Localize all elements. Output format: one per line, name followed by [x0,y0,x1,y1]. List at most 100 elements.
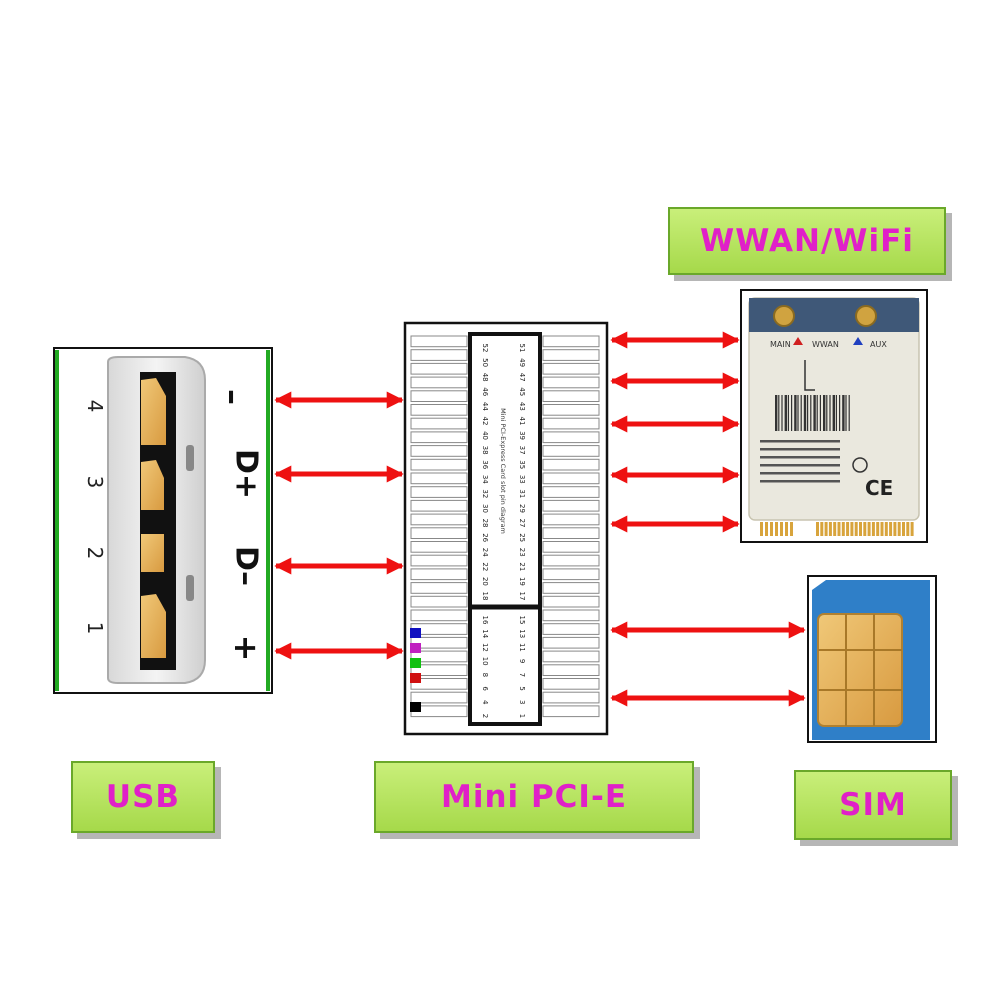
edge-contact [859,522,862,536]
pcie-pin-number: 41 [518,416,526,425]
pcie-pad-left [410,527,468,539]
usb-pin-number-3: 3 [83,476,107,489]
pcie-pad-right [542,664,600,676]
usb-label-text: USB [105,779,181,815]
antenna-label-main: MAIN [770,340,791,349]
pcie-pad-right [542,458,600,471]
barcode-bar [832,395,835,431]
antenna-label-wwan: WWAN [812,340,839,349]
pcie-pad-left [410,554,468,567]
barcode-bar [829,395,831,431]
pcie-pad-left [410,595,468,608]
pcie-pin-number: 3 [518,700,526,704]
edge-contact [824,522,828,536]
edge-contact [906,522,910,536]
pcie-pad-right [542,678,600,690]
card-barcode-icon [760,395,850,483]
barcode-bar [823,395,826,431]
pcie-pad-left [410,568,468,581]
pcie-pin-marker [410,673,421,683]
edge-contact [876,522,880,536]
pcie-pad-right [542,445,600,457]
pcie-pin-number: 8 [481,673,489,677]
pcie-pin-number: 34 [481,475,489,484]
pcie-pin-number: 1 [518,714,526,718]
pcie-pad-left [410,445,468,457]
barcode-bar [807,395,809,431]
pcie-pad-left [410,458,468,471]
recycle-mark-icon [804,360,815,391]
wwan-wifi-label: WWAN/WiFi [668,207,946,275]
pcie-pad-right [542,527,600,539]
pcie-pad-right [542,582,600,594]
pcie-pin-number: 18 [481,592,489,601]
card-text-line [760,448,840,451]
pcie-pin-number: 31 [518,489,526,498]
edge-contact [897,522,901,536]
pcie-pad-left [410,417,468,430]
pcie-pad-right [542,376,600,389]
barcode-bar [787,395,789,431]
pcie-pin-number: 51 [518,344,526,353]
sim-label: SIM [794,770,952,840]
pcie-pin-number: 16 [481,616,489,625]
pcie-pad-right [542,486,600,498]
pcie-pin-number: 36 [481,460,489,469]
pcie-pin-number: 12 [481,643,489,652]
pcie-pad-left [410,664,468,676]
pcie-pad-right [542,650,600,663]
pcie-pin-number: 50 [481,358,489,367]
edge-contact [871,522,875,536]
barcode-bar [835,395,837,431]
barcode-bar [778,395,780,431]
mini-pcie-label: Mini PCI-E [374,761,694,833]
usb-pin-4-contact [141,378,166,445]
pcie-pin-number: 13 [518,629,526,638]
edge-contact [760,522,763,536]
barcode-bar [781,395,783,431]
barcode-bar [775,395,778,431]
pcie-pad-left [410,582,468,594]
pcie-pin-number: 37 [518,446,526,455]
pcie-pin-number: 35 [518,460,526,469]
pcie-pad-right [542,335,600,348]
barcode-bar [803,395,807,431]
pcie-pad-right [542,541,600,553]
pcie-pin-marker [410,702,421,712]
pcie-pin-marker [410,643,421,653]
certification-mark-icon [852,457,868,473]
pcie-pad-left [410,650,468,663]
edge-contact [833,522,837,536]
edge-contact [765,522,768,536]
pcie-pad-left [410,609,468,622]
antenna-connector-aux [855,305,877,327]
pcie-pad-left [410,362,468,375]
edge-contact [828,522,832,536]
antenna-connector-main [773,305,795,327]
pcie-pad-right [542,609,600,622]
pcie-pad-left [410,390,468,402]
usb-shell-slot-upper [186,445,194,471]
usb-pin-number-1: 1 [83,622,107,635]
edge-contact [889,522,893,536]
edge-contact [841,522,845,536]
barcode-bar [842,395,845,431]
edge-contact [770,522,773,536]
edge-contact [880,522,884,536]
pcie-pin-number: 20 [481,577,489,586]
pcie-pin-number: 45 [518,387,526,396]
barcode-bar [839,395,841,431]
pcie-pad-left [410,513,468,526]
card-text-line [760,472,840,475]
edge-contact [893,522,897,536]
pcie-pin-marker [410,628,421,638]
pcie-pad-right [542,691,600,704]
pcie-pad-right [542,554,600,567]
pcie-pin-number: 29 [518,504,526,513]
pcie-pad-right [542,404,600,416]
pcie-pad-right [542,390,600,402]
barcode-bar [791,395,793,431]
pcie-pin-marker [410,658,421,668]
sim-label-text: SIM [839,787,907,823]
usb-pin-number-4: 4 [83,400,107,413]
